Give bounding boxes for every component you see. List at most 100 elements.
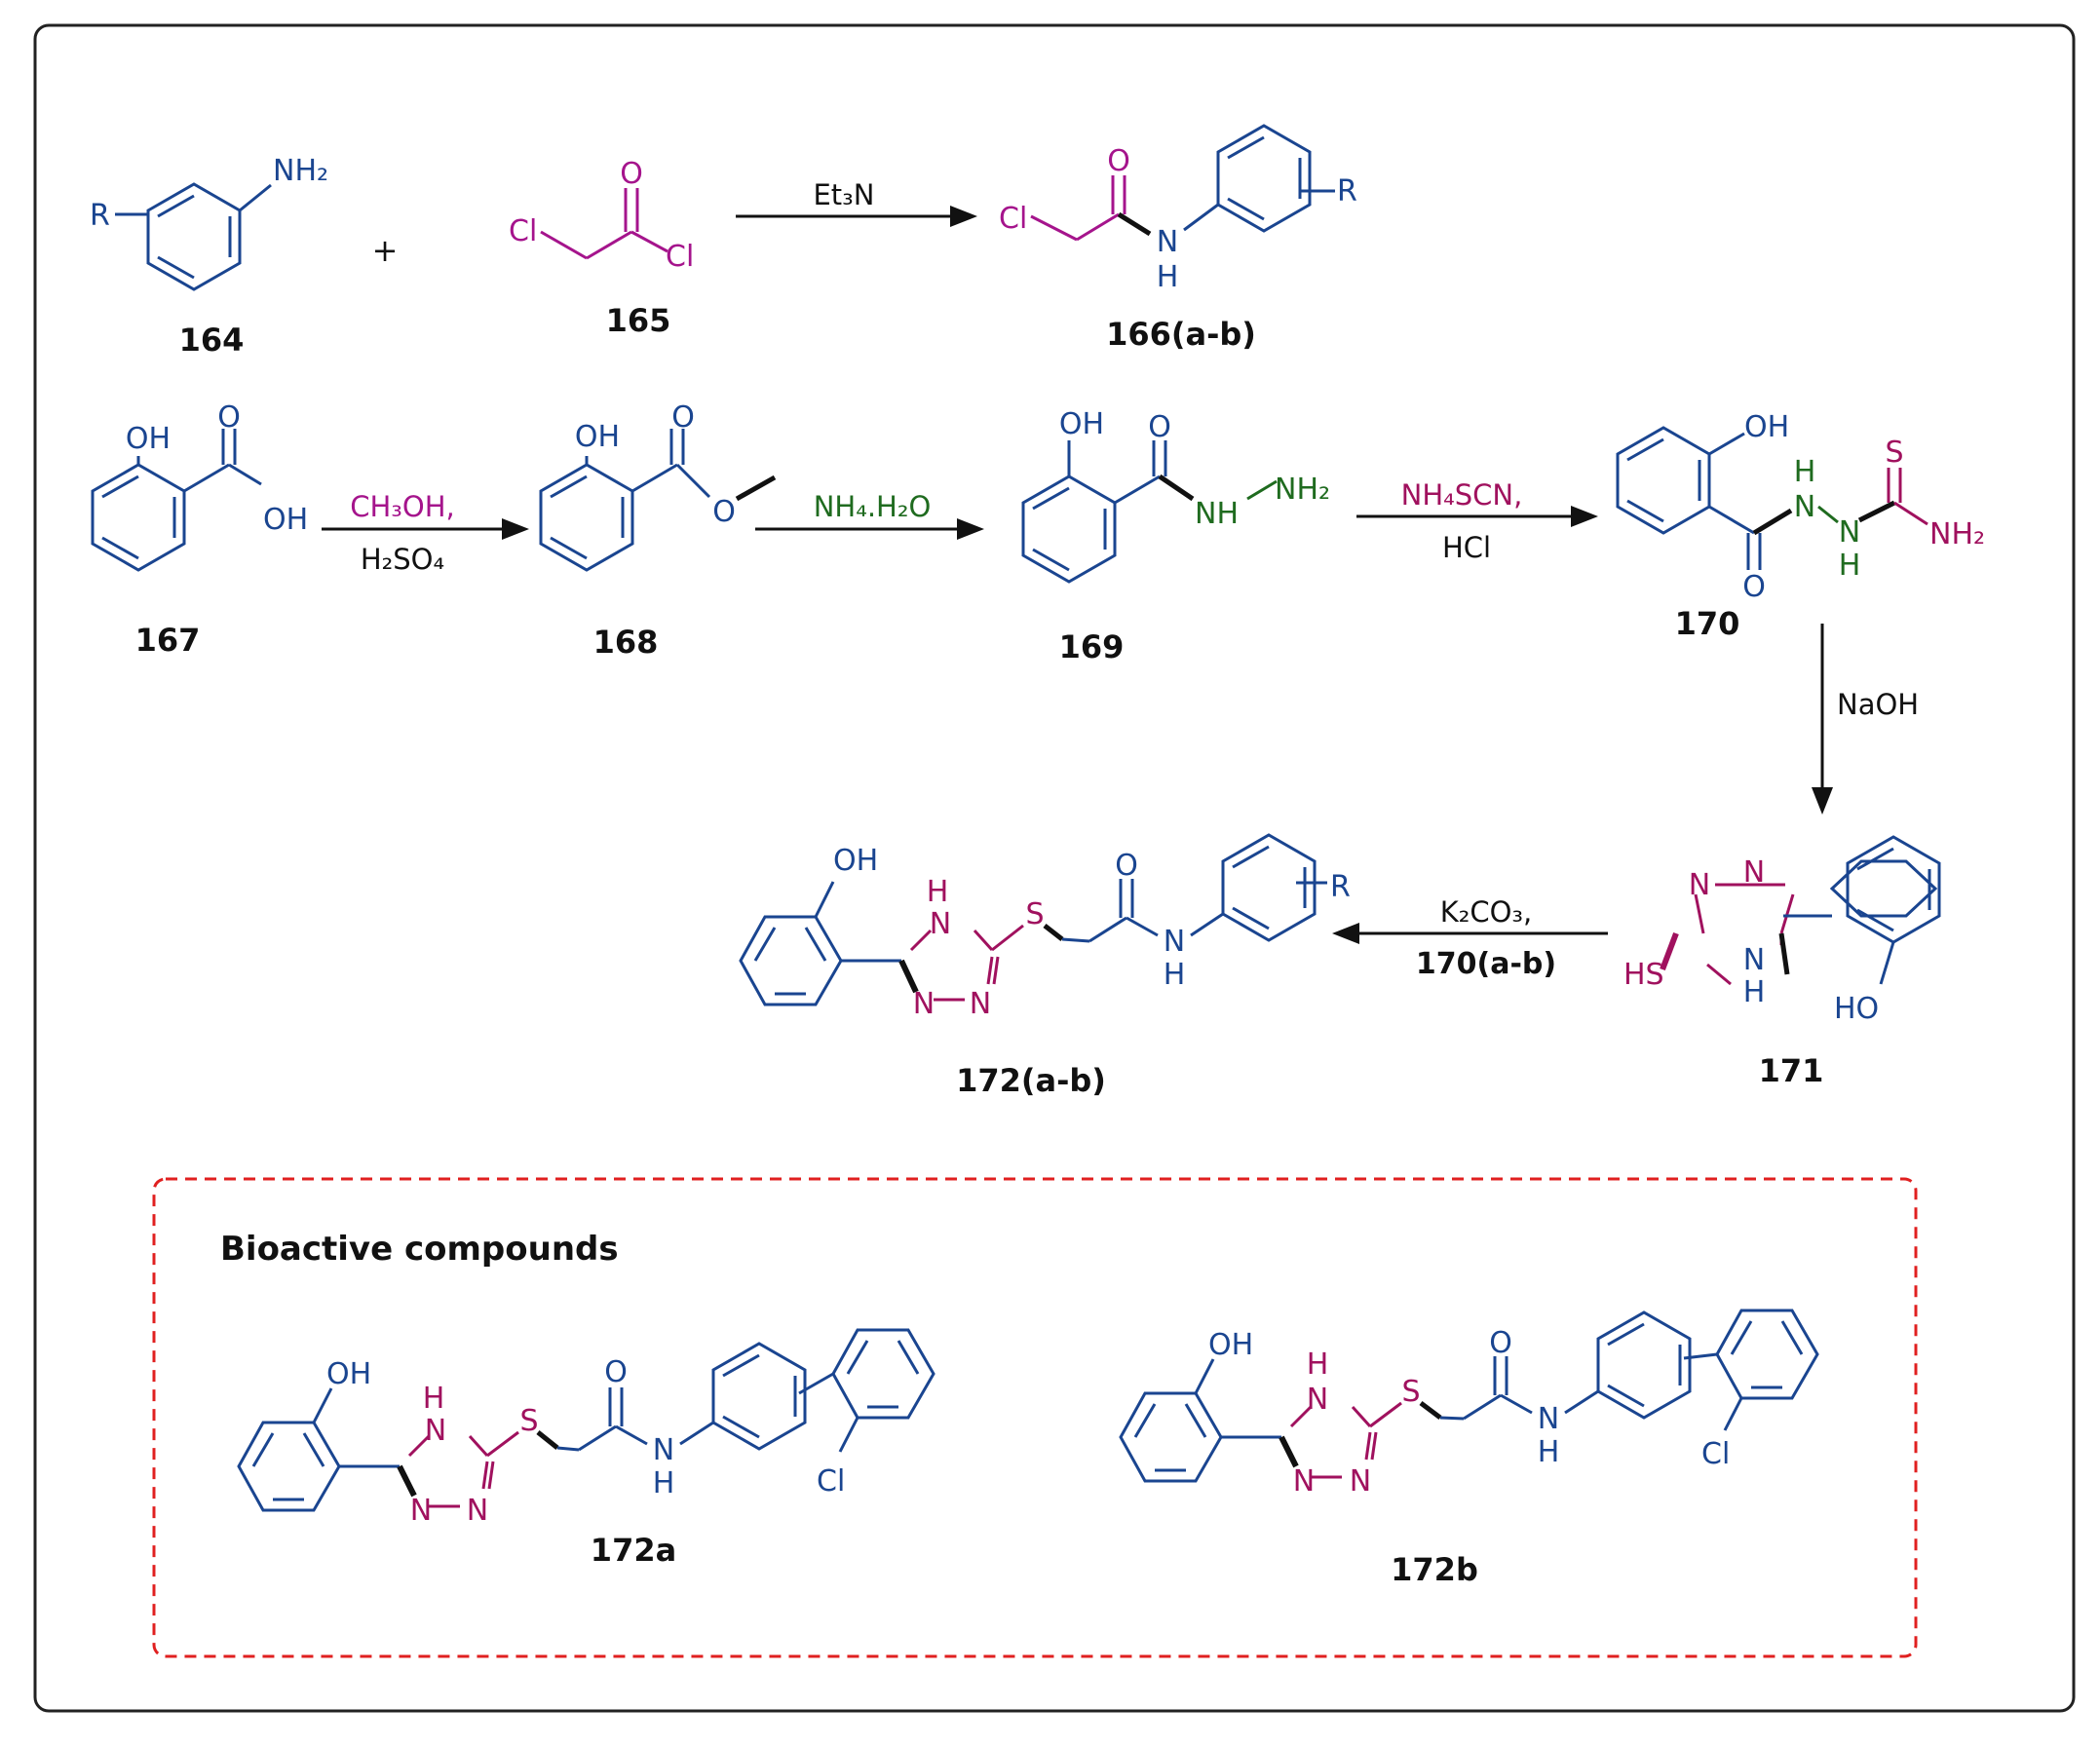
reagent-naoh: NaOH [1837, 688, 1919, 721]
atom-n: N [970, 987, 991, 1021]
compound-label-164: 164 [179, 322, 245, 359]
atom-s: S [1885, 436, 1903, 470]
compound-label-169: 169 [1059, 628, 1125, 665]
arrow-head [957, 518, 984, 540]
reagent-ch3oh: CH₃OH, [350, 490, 455, 523]
bond-s-ch2 [536, 1430, 559, 1450]
atom-n: N [1293, 1464, 1315, 1499]
atom-h: H [653, 1466, 675, 1500]
bond-sh [1660, 931, 1679, 971]
atom-nh2: NH₂ [1275, 473, 1330, 507]
bond-thio [1857, 500, 1896, 523]
atom-cl: Cl [1701, 1437, 1730, 1471]
compound-label-170: 170 [1675, 605, 1740, 642]
atom-h: H [1794, 455, 1816, 489]
bond-triazole [898, 959, 919, 994]
atom-n: N [1307, 1383, 1328, 1417]
bond-triazole [397, 1464, 417, 1498]
reagent-h2so4: H₂SO₄ [361, 543, 444, 576]
atom-oh: OH [1059, 407, 1104, 441]
compound-172b [1119, 1309, 1819, 1483]
outer-frame [33, 23, 2076, 1713]
bond-ch2 [1061, 937, 1090, 943]
compound-171 [1694, 859, 1938, 986]
compound-label-166: 166(a-b) [1106, 316, 1256, 353]
atom-n: N [1689, 868, 1710, 902]
atom-n: N [930, 907, 951, 941]
compound-167 [91, 429, 262, 572]
atom-s: S [1025, 897, 1044, 931]
atom-r: R [1337, 174, 1357, 209]
bond-ch2 [556, 1446, 580, 1452]
atom-o: O [1107, 144, 1130, 178]
atom-oh: OH [263, 503, 308, 537]
reagent-et3n: Et₃N [813, 178, 874, 211]
phenol-ring-171 [1846, 835, 1941, 985]
bond-triazole [1279, 1435, 1299, 1468]
reagent-nh4scn: NH₄SCN, [1401, 478, 1523, 512]
atom-cl: Cl [817, 1464, 845, 1499]
arrow-head [502, 518, 529, 540]
atom-n: N [425, 1414, 446, 1448]
compound-label-167: 167 [135, 622, 201, 659]
atom-n: N [1794, 490, 1815, 524]
compound-170 [1616, 426, 1762, 570]
bond-s-ch2 [1419, 1401, 1442, 1420]
compound-label-172b: 172b [1391, 1551, 1478, 1588]
atom-h: H [927, 875, 949, 909]
bond-ch2 [1439, 1416, 1465, 1421]
compound-166 [1030, 124, 1335, 242]
reagent-170ab: 170(a-b) [1416, 947, 1556, 981]
atom-cl: Cl [509, 214, 537, 248]
atom-o: O [1489, 1326, 1512, 1360]
atom-h: H [1743, 975, 1766, 1009]
atom-nh2: NH₂ [273, 154, 328, 188]
atom-o: O [1148, 410, 1171, 444]
compound-172a [237, 1328, 935, 1512]
bond-nn [1246, 479, 1278, 501]
reagent-k2co3: K₂CO₃, [1440, 895, 1533, 929]
atom-h: H [1307, 1347, 1329, 1382]
compound-label-172a: 172a [591, 1532, 676, 1569]
atom-h: H [1157, 260, 1179, 294]
thiourea-group [1887, 468, 1928, 526]
bond-amide [1158, 474, 1195, 502]
atom-n: N [1743, 943, 1765, 977]
atom-n: N [467, 1494, 488, 1528]
arrow-head [950, 206, 977, 227]
atom-o: O [604, 1355, 628, 1389]
atom-oh: OH [1208, 1328, 1253, 1362]
atom-cl: Cl [666, 240, 694, 274]
bond-amide [1752, 508, 1793, 536]
bond-nn [1817, 505, 1839, 524]
atom-h: H [1538, 1435, 1560, 1469]
atom-o: O [1742, 570, 1766, 604]
atom-o: O [1115, 849, 1138, 883]
atom-hs: HS [1623, 958, 1664, 992]
atom-n: N [1743, 855, 1765, 890]
compound-168 [539, 429, 711, 572]
bond-methyl [735, 474, 777, 502]
atom-r: R [1330, 870, 1351, 904]
plus-sign: + [372, 232, 399, 269]
atom-oh: OH [326, 1357, 371, 1391]
atom-o: O [217, 400, 241, 435]
atom-n: N [653, 1433, 674, 1467]
compound-164 [115, 182, 272, 291]
atom-h: H [423, 1382, 445, 1416]
reagent-nh4-h2o: NH₄.H₂O [814, 490, 932, 523]
atom-oh: OH [833, 844, 878, 878]
bond-s-ch2 [1043, 924, 1064, 941]
atom-s: S [1401, 1375, 1420, 1409]
atom-n: N [1538, 1402, 1559, 1436]
atom-o: O [712, 495, 736, 529]
arrow-head [1332, 923, 1359, 944]
bioactive-box [152, 1177, 1918, 1658]
atom-ho: HO [1834, 992, 1879, 1026]
atom-cl: Cl [999, 202, 1027, 236]
reagent-hcl: HCl [1442, 531, 1491, 564]
arrow-head [1812, 787, 1833, 815]
compound-label-168: 168 [593, 624, 659, 661]
atom-o: O [620, 157, 643, 191]
atom-s: S [519, 1404, 538, 1438]
